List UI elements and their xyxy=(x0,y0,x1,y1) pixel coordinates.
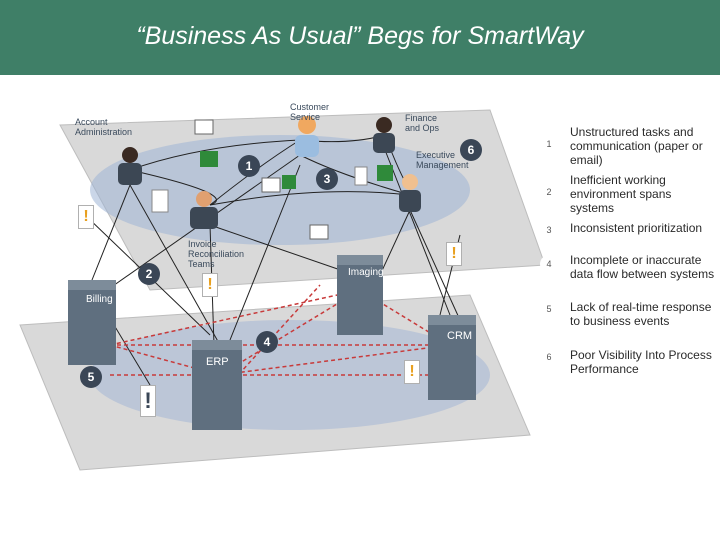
legend-number: 6 xyxy=(540,348,558,366)
legend-number: 2 xyxy=(540,183,558,201)
badge-1: 1 xyxy=(238,155,260,177)
label-billing: Billing xyxy=(86,294,113,305)
label-imaging: Imaging xyxy=(348,267,384,278)
server-imaging xyxy=(337,255,383,335)
badge-5: 5 xyxy=(80,366,102,388)
person-account-admin xyxy=(118,147,142,185)
legend-number: 5 xyxy=(540,300,558,318)
badge-4: 4 xyxy=(256,331,278,353)
legend-text: Incomplete or inaccurate data flow betwe… xyxy=(570,253,715,281)
spreadsheet-icon xyxy=(200,151,393,189)
person-invoice-teams xyxy=(190,191,218,229)
lower-glow xyxy=(90,320,490,430)
label-account-admin: Account Administration xyxy=(75,117,133,137)
badge-3: 3 xyxy=(316,168,338,190)
process-diagram: Customer Service Finance and Ops Account… xyxy=(0,75,720,540)
header-bar: “Business As Usual” Begs for SmartWay xyxy=(0,0,720,75)
label-finance-ops: Finance and Ops xyxy=(405,113,440,133)
warning-icon: ! xyxy=(78,205,94,229)
email-icon xyxy=(194,119,329,240)
document-icon xyxy=(151,166,368,213)
badge-2: 2 xyxy=(138,263,160,285)
diagram-canvas xyxy=(19,109,546,471)
legend-text: Lack of real-time response to business e… xyxy=(570,300,712,328)
label-invoice-teams: Invoice Reconciliation Teams xyxy=(188,239,245,269)
person-finance-ops xyxy=(373,117,395,153)
warning-icon: ! xyxy=(202,273,218,297)
badge-6: 6 xyxy=(460,139,482,161)
label-crm: CRM xyxy=(447,330,473,342)
label-executive-mgmt: Executive Management xyxy=(416,150,469,170)
person-customer-service xyxy=(295,116,319,157)
server-crm xyxy=(428,315,476,400)
server-billing xyxy=(68,280,116,365)
warning-icon: ! xyxy=(446,242,462,266)
legend-number: 3 xyxy=(540,221,558,239)
slide-title: “Business As Usual” Begs for SmartWay xyxy=(136,22,584,50)
person-executive xyxy=(399,174,421,212)
legend-number: 4 xyxy=(540,255,558,273)
label-customer-service: Customer Service xyxy=(290,102,330,122)
legend-number: 1 xyxy=(540,135,558,153)
warning-icon: ! xyxy=(140,385,156,417)
label-erp: ERP xyxy=(206,356,229,368)
legend-text: Inconsistent prioritization xyxy=(570,221,703,235)
legend-text: Poor Visibility Into Process Performance xyxy=(570,348,712,376)
legend-text: Unstructured tasks and communication (pa… xyxy=(570,125,703,167)
legend-text: Inefficient working environment spans sy… xyxy=(570,173,672,215)
warning-icon: ! xyxy=(404,360,420,384)
server-erp xyxy=(192,340,242,430)
